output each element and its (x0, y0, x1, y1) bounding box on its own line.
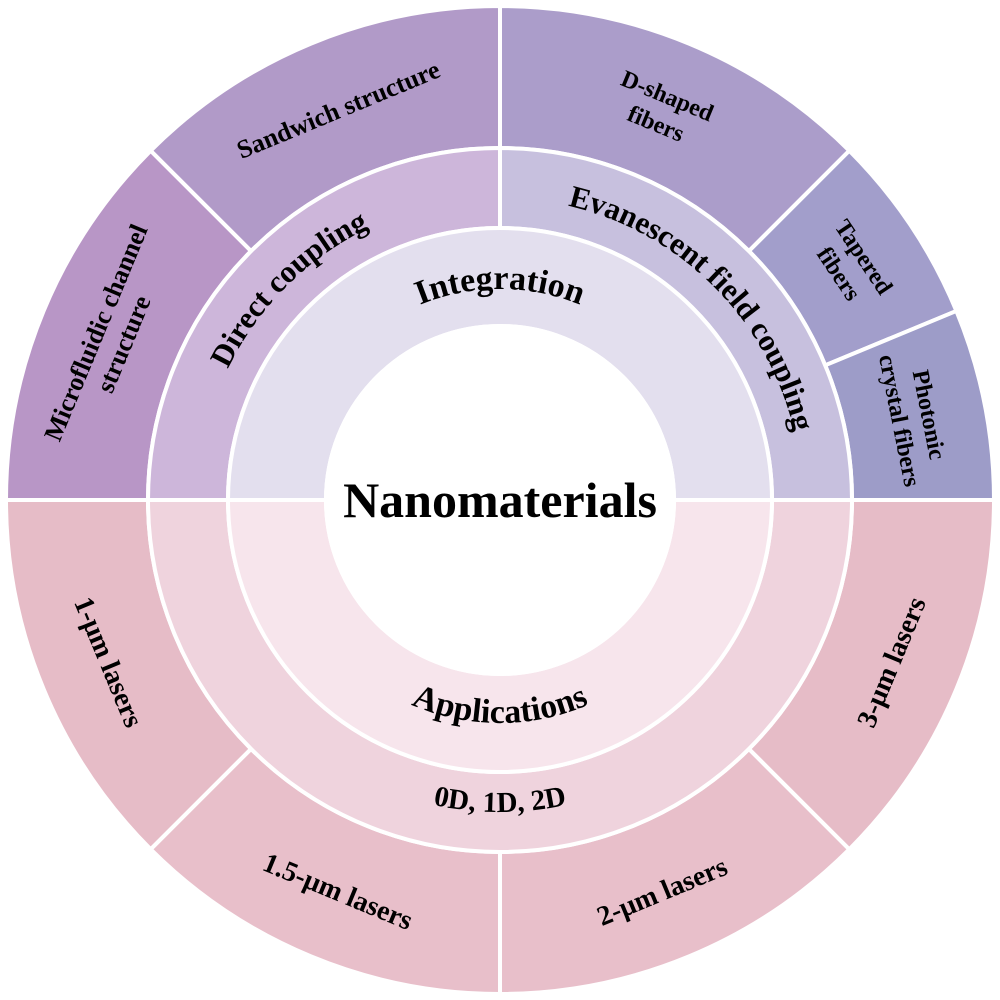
center-circle (324, 324, 676, 676)
diagram-segments (3, 3, 997, 997)
center-label: Nanomaterials (343, 472, 657, 528)
outer-label-d-shaped-fibers: D-shapedfibers (606, 66, 718, 155)
